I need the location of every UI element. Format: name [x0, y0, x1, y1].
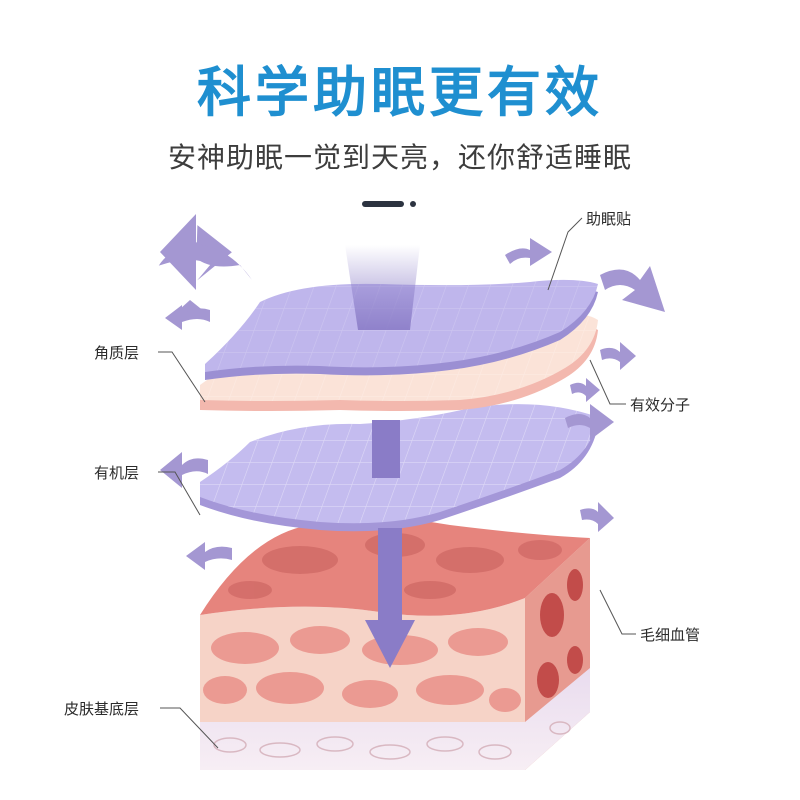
label-active-molecules: 有效分子 — [630, 394, 690, 415]
label-basal-layer: 皮肤基底层 — [64, 698, 139, 719]
leader-patch — [548, 218, 582, 290]
label-patch: 助眠贴 — [586, 208, 631, 229]
label-organic-layer: 有机层 — [94, 462, 139, 483]
leader-organic — [158, 472, 200, 515]
label-stratum-corneum: 角质层 — [94, 342, 139, 363]
leader-capillaries — [600, 590, 636, 634]
leader-stratum — [158, 352, 205, 402]
label-capillaries: 毛细血管 — [640, 624, 700, 645]
